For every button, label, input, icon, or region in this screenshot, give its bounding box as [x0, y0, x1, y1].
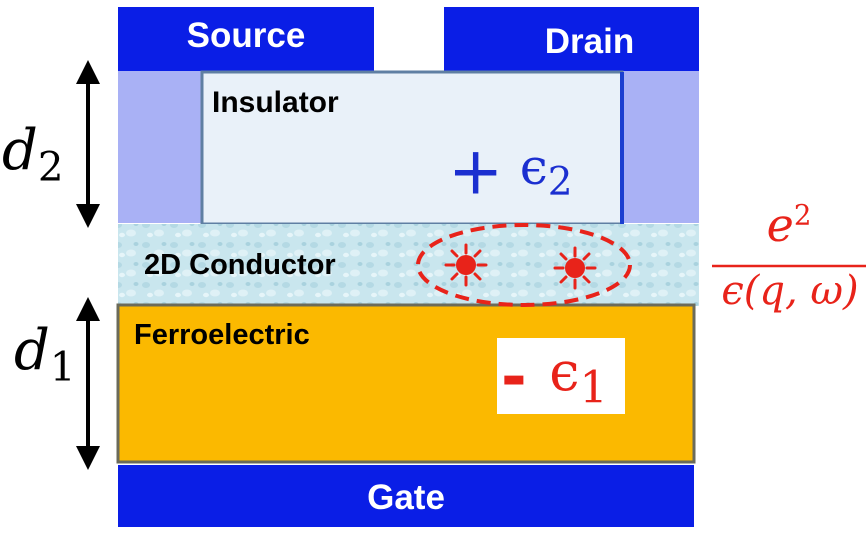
conductor-label: 2D Conductor	[144, 249, 336, 281]
gate-electrode	[118, 465, 694, 527]
electron-star-icon	[553, 246, 597, 290]
drain-label: Drain	[544, 22, 635, 61]
ferroelectric-label: Ferroelectric	[134, 319, 310, 351]
d2-label: d2	[2, 118, 64, 191]
right-spacer	[622, 71, 699, 223]
fraction-denominator: ϵ(q, ω)	[721, 268, 859, 314]
eps2-label: + ϵ2	[448, 132, 573, 210]
eps1-label: - ϵ1	[501, 340, 608, 414]
source-electrode	[118, 7, 374, 71]
electron-star-icon	[444, 243, 488, 287]
fraction-numerator: e2	[766, 198, 812, 252]
electron-pair-ellipse	[416, 223, 632, 307]
gate-label: Gate	[367, 478, 445, 517]
insulator-label: Insulator	[212, 86, 339, 119]
d1-label: d1	[14, 318, 76, 391]
insulator-layer	[200, 70, 624, 226]
left-spacer	[118, 71, 202, 223]
source-label: Source	[186, 16, 306, 55]
drain-electrode	[444, 7, 699, 71]
eps1-label-bg	[497, 338, 625, 414]
